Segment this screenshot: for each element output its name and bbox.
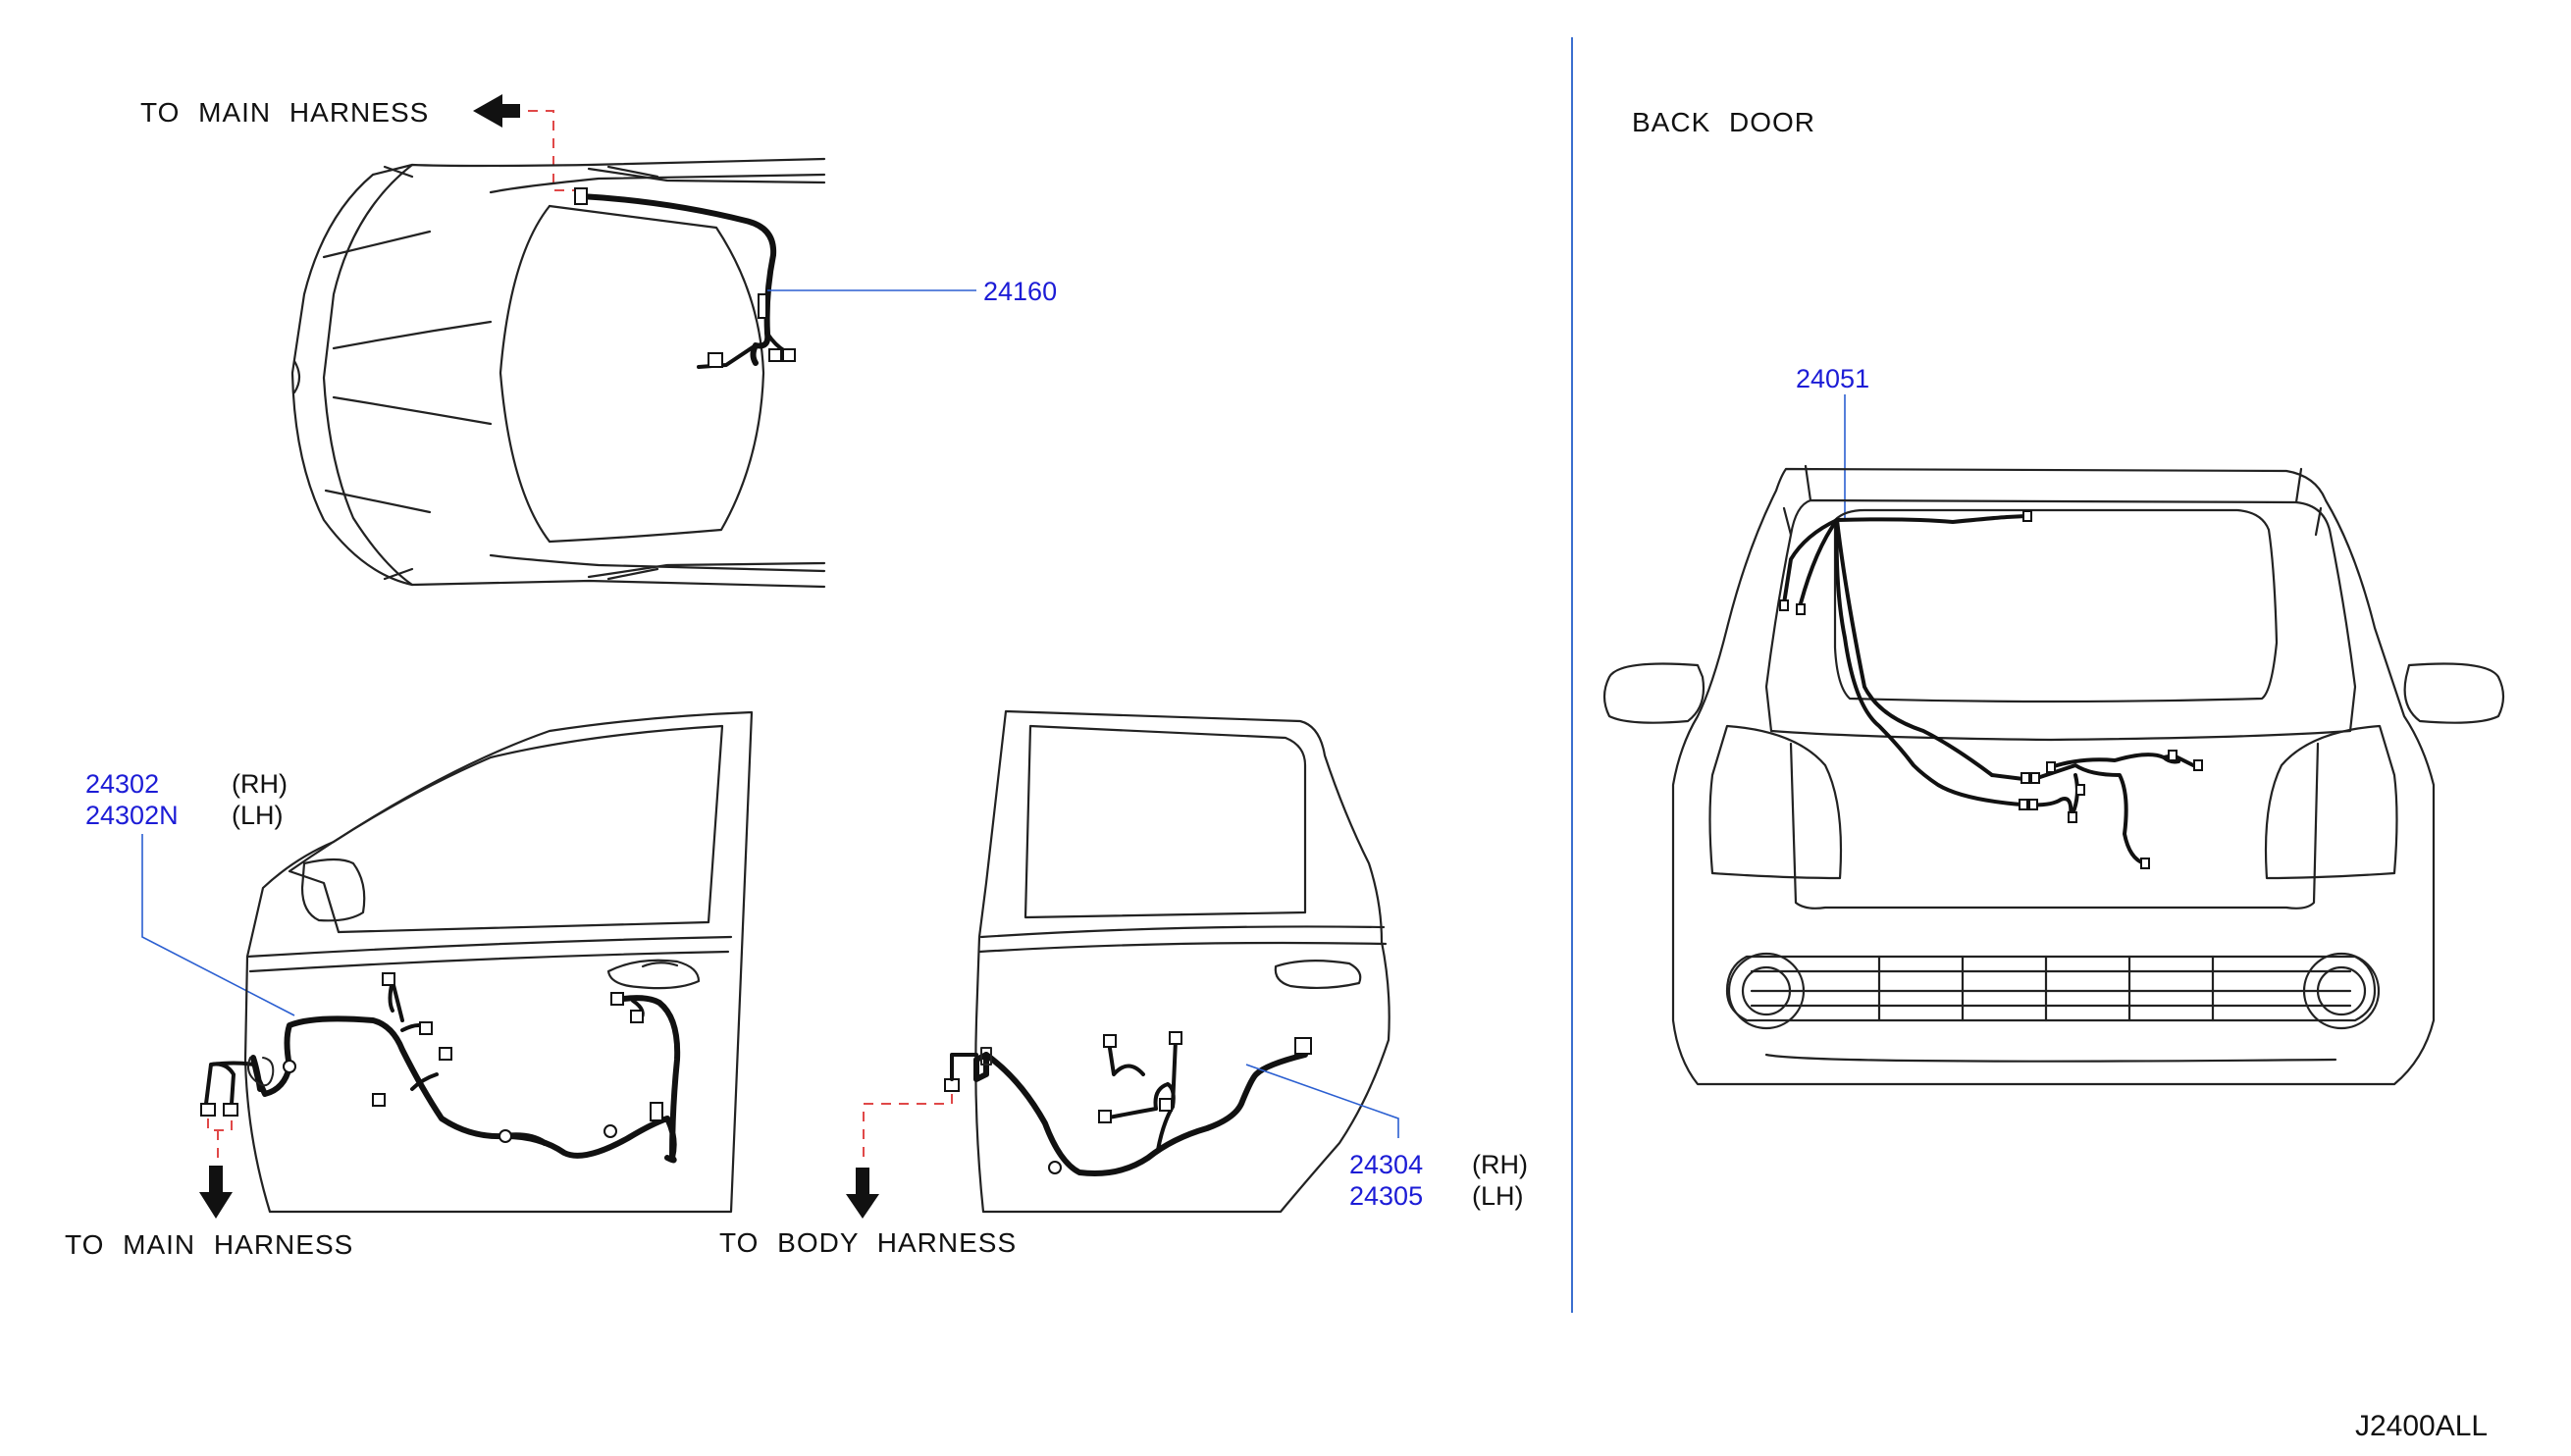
- arrow-left-icon: [473, 94, 520, 128]
- part-number-24304: 24304: [1349, 1150, 1423, 1179]
- hood-view: TO MAIN HARNESS 24160: [140, 94, 1057, 589]
- front-door-view: 24302 (RH) 24302N (LH) TO: [65, 710, 754, 1260]
- callout-to-main-harness-top: TO MAIN HARNESS: [140, 97, 429, 128]
- back-door-view: BACK DOOR 24051: [1602, 107, 2505, 1086]
- part-number-24305: 24305: [1349, 1181, 1423, 1211]
- harness-24304: [983, 1052, 1308, 1176]
- side-label-lh-front: (LH): [232, 801, 284, 830]
- side-label-rh-front: (RH): [232, 769, 288, 799]
- side-label-rh-rear: (RH): [1472, 1150, 1528, 1179]
- harness-24302: [284, 995, 681, 1164]
- rear-door-view: TO BODY HARNESS 24304 (RH) 24305 (LH): [719, 709, 1528, 1258]
- callout-to-body-harness: TO BODY HARNESS: [719, 1227, 1017, 1258]
- arrow-down-icon-main: [199, 1166, 233, 1219]
- harness-24051: [1835, 514, 2028, 524]
- callout-to-main-harness-bottom: TO MAIN HARNESS: [65, 1229, 353, 1260]
- arrow-down-icon-body: [846, 1168, 879, 1219]
- part-number-24302n: 24302N: [85, 801, 179, 830]
- side-label-lh-rear: (LH): [1472, 1181, 1524, 1211]
- part-number-24051: 24051: [1796, 364, 1869, 393]
- drawing-code: J2400ALL: [2355, 1410, 2488, 1442]
- part-number-24302: 24302: [85, 769, 159, 799]
- connector-dash-top: [528, 110, 579, 191]
- section-title-back-door: BACK DOOR: [1632, 107, 1815, 137]
- part-number-24160: 24160: [983, 277, 1057, 306]
